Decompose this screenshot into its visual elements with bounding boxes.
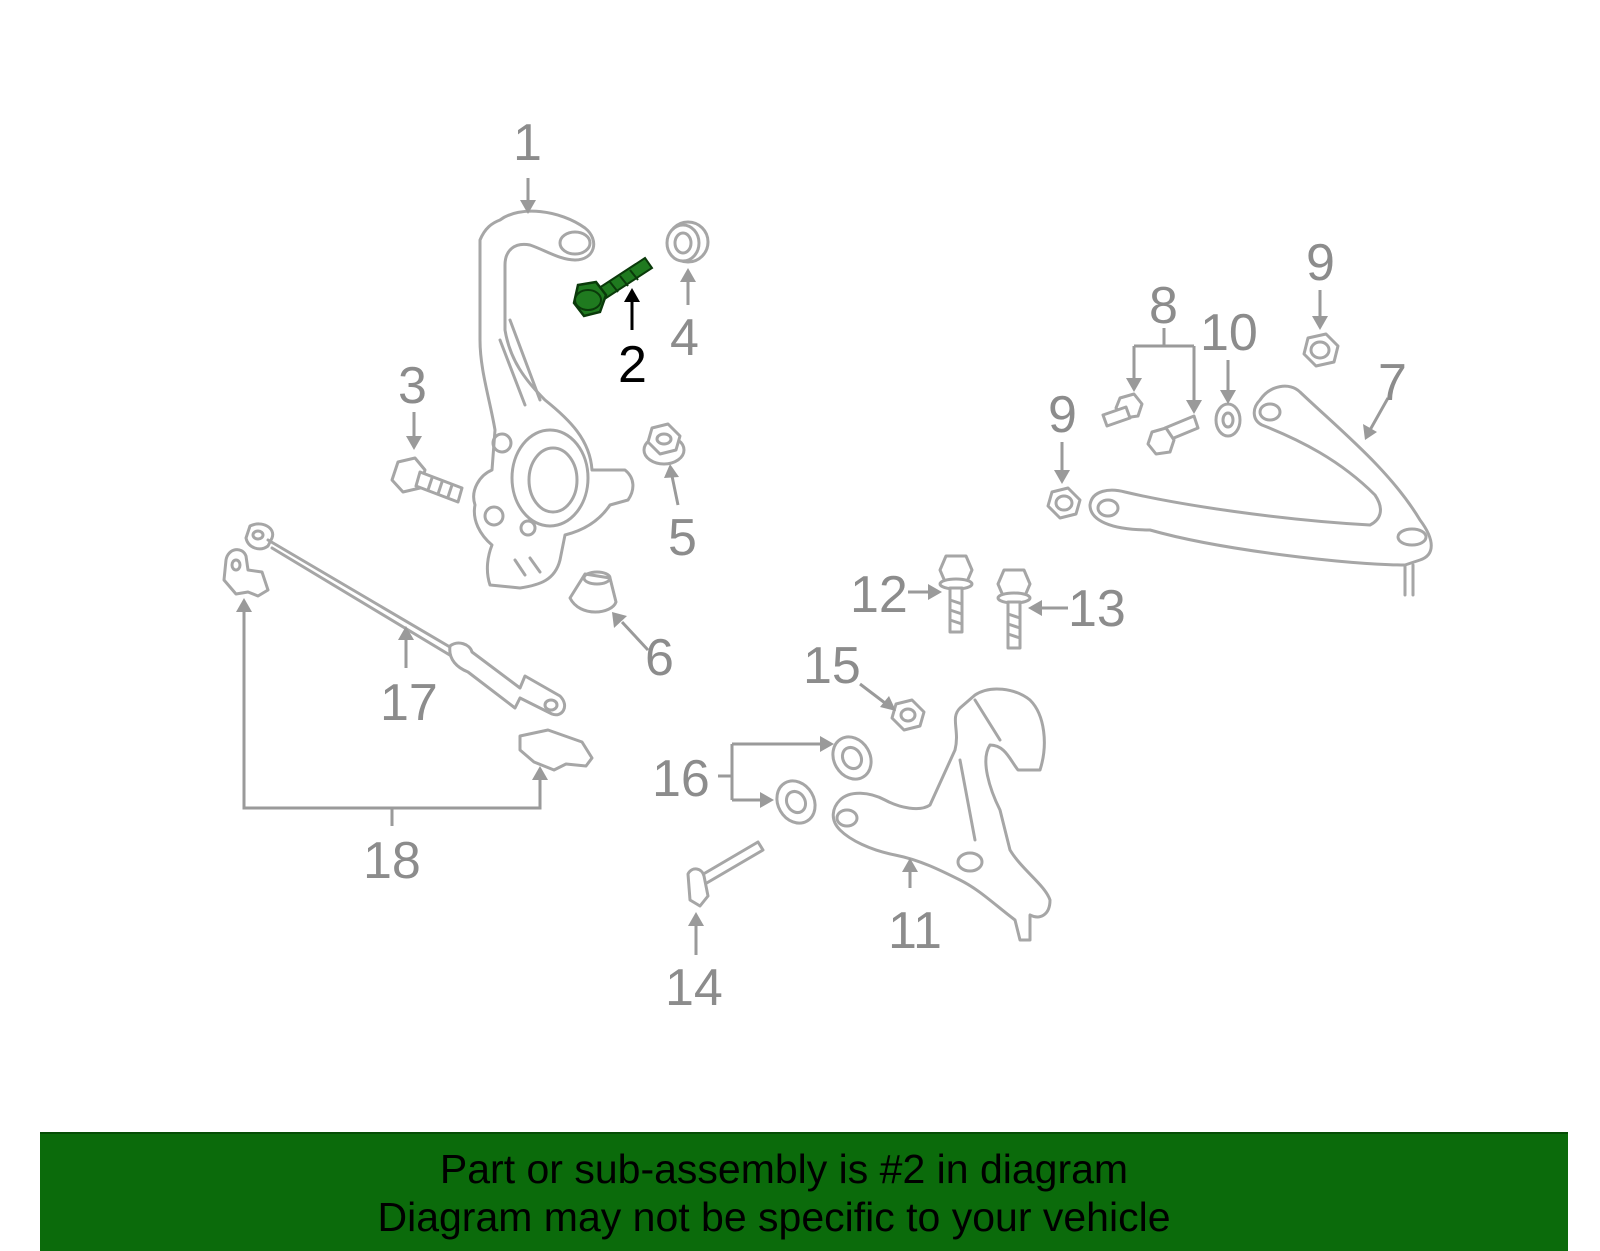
callout-18[interactable]: 18: [363, 832, 421, 890]
callout-3[interactable]: 3: [398, 357, 427, 415]
banner-line-1: Part or sub-assembly is #2 in diagram: [439, 1146, 1129, 1192]
arrow-8a: [1126, 378, 1142, 392]
info-banner: Part or sub-assembly is #2 in diagram Di…: [40, 1132, 1568, 1251]
part-12-bolt[interactable]: [938, 554, 974, 634]
arrow-6: [612, 612, 627, 628]
part-18-clips[interactable]: [222, 548, 594, 772]
arrow-5: [664, 464, 679, 478]
part-15-nut[interactable]: [890, 698, 926, 732]
part-11-lower-control-arm[interactable]: [831, 687, 1052, 942]
arrow-9a: [1312, 316, 1328, 330]
callout-5[interactable]: 5: [668, 509, 697, 567]
arrow-18b: [532, 766, 548, 780]
banner-line-2: Diagram may not be specific to your vehi…: [377, 1194, 1171, 1240]
part-5-nut[interactable]: [642, 422, 686, 466]
part-3-bolt[interactable]: [390, 456, 464, 504]
callout-7[interactable]: 7: [1378, 354, 1407, 412]
arrow-14: [688, 912, 704, 926]
arrow-16a: [820, 736, 834, 752]
callout-11[interactable]: 11: [888, 902, 942, 960]
leader-15: [859, 682, 886, 705]
part-10-washer[interactable]: [1214, 402, 1242, 438]
part-17-stabilizer-link[interactable]: [244, 522, 566, 717]
part-6-boot[interactable]: [568, 570, 618, 614]
arrow-2: [624, 288, 640, 302]
arrow-17: [398, 626, 414, 640]
arrow-10: [1220, 390, 1236, 404]
arrow-3: [406, 436, 422, 450]
part-7-upper-control-arm[interactable]: [1088, 384, 1433, 597]
callout-1[interactable]: 1: [513, 114, 542, 172]
arrow-11: [902, 858, 918, 872]
leader-8: [1132, 328, 1196, 402]
part-2-bolt-highlighted[interactable]: [572, 256, 654, 318]
callout-2[interactable]: 2: [618, 336, 647, 394]
part-8-bolts[interactable]: [1101, 392, 1200, 456]
part-4-bushing[interactable]: [665, 220, 710, 264]
part-13-bolt[interactable]: [996, 568, 1032, 650]
part-16-bushings[interactable]: [769, 730, 878, 830]
callout-4[interactable]: 4: [670, 309, 699, 367]
callout-9a[interactable]: 9: [1306, 234, 1335, 292]
part-9-nut-lower[interactable]: [1046, 486, 1082, 520]
callout-9b[interactable]: 9: [1048, 386, 1077, 444]
arrow-12: [928, 584, 942, 600]
arrow-7: [1363, 424, 1377, 440]
callout-6[interactable]: 6: [645, 629, 674, 687]
arrow-8b: [1186, 400, 1202, 414]
part-1-steering-knuckle[interactable]: [472, 209, 635, 590]
arrow-15: [880, 696, 896, 711]
arrow-4: [680, 268, 696, 282]
callout-8[interactable]: 8: [1149, 277, 1178, 335]
arrow-16b: [760, 792, 774, 808]
callout-16[interactable]: 16: [652, 750, 710, 808]
arrow-1: [520, 200, 536, 214]
part-9-nut-upper[interactable]: [1302, 332, 1340, 368]
arrow-9b: [1054, 470, 1070, 484]
leader-7: [1368, 397, 1390, 431]
arrow-13: [1028, 600, 1042, 616]
callout-12[interactable]: 12: [850, 566, 908, 624]
leader-6: [620, 620, 650, 652]
arrow-18a: [236, 598, 252, 612]
callout-15[interactable]: 15: [803, 637, 861, 695]
callout-17[interactable]: 17: [380, 674, 438, 732]
part-14-sensor-pin[interactable]: [686, 840, 765, 908]
callout-14[interactable]: 14: [665, 959, 723, 1017]
leader-5: [670, 475, 680, 506]
callout-13[interactable]: 13: [1068, 580, 1126, 638]
callout-10[interactable]: 10: [1200, 304, 1258, 362]
leader-16: [718, 742, 822, 802]
